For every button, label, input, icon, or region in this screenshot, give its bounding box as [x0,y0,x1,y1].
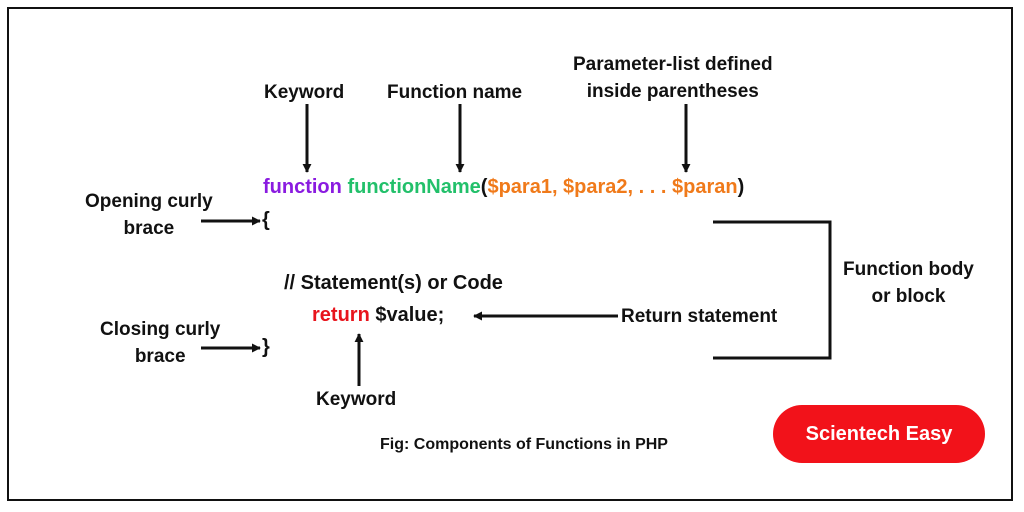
param-list-label-line1: Parameter-list defined [573,54,773,75]
return-line: return $value; [312,301,444,329]
scientech-easy-badge: Scientech Easy [773,405,985,463]
opening-brace-label-line1: Opening curly [85,191,213,212]
open-brace: { [262,209,270,231]
param-list-label-line2: inside parentheses [586,81,759,102]
closing-brace-label-line2: brace [134,346,186,367]
close-paren: ) [737,176,745,198]
parameter-list: $para1, $para2, . . . $paran [487,176,738,198]
opening-brace-label-line2: brace [123,218,175,239]
function-body-label-line2: or block [871,286,946,307]
open-paren: ( [480,176,488,198]
keyword-bottom-label: Keyword [316,389,397,410]
return-keyword: return [312,304,370,326]
closing-brace-label-line1: Closing curly [100,319,221,340]
closing-brace-label: Closing curly brace [100,316,220,370]
function-body-label-line1: Function body [843,259,974,280]
comment-line: // Statement(s) or Code [284,272,503,294]
function-keyword: function [263,176,342,198]
keyword-top-label: Keyword [264,82,345,103]
close-brace: } [262,336,270,358]
function-body-label: Function body or block [843,256,974,310]
function-signature: function functionName($para1, $para2, . … [263,173,744,201]
param-list-label: Parameter-list defined inside parenthese… [573,51,773,105]
figure-caption: Fig: Components of Functions in PHP [380,436,668,453]
diagram-frame [7,7,1013,501]
function-name-label: Function name [387,82,523,103]
function-body-bracket [713,220,832,360]
return-value: $value; [375,304,445,326]
opening-brace-label: Opening curly brace [85,188,213,242]
function-name-code: functionName [347,176,481,198]
return-statement-label: Return statement [621,306,778,327]
